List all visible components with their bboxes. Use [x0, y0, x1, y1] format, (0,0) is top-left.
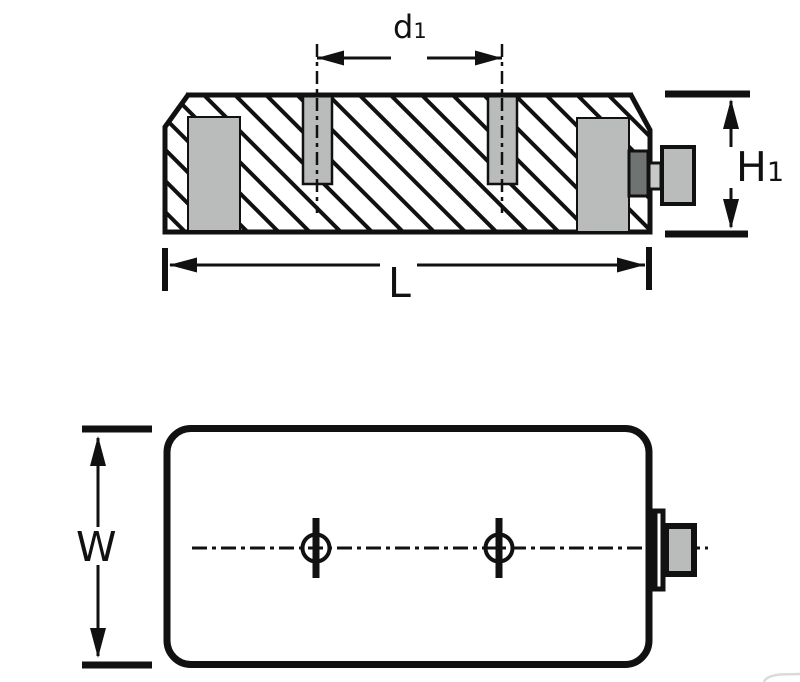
- H1-arrow-down-icon: [723, 199, 739, 229]
- dim-label-H1-sub: 1: [767, 157, 784, 188]
- side-section-view: [162, 44, 696, 235]
- connector-neck-section: [647, 161, 663, 191]
- dimension-H1: H1: [665, 90, 784, 238]
- right-insert-block: [576, 117, 630, 233]
- L-arrow-left-icon: [169, 257, 197, 273]
- d1-arrow-right-icon: [475, 50, 502, 66]
- dim-label-L-base: L: [388, 259, 411, 307]
- dimension-d1: d1: [317, 8, 502, 66]
- L-arrow-right-icon: [617, 257, 645, 273]
- connector-flange-plan: [652, 508, 666, 592]
- dim-label-d1: d1: [393, 8, 427, 46]
- connector-flange-section: [627, 149, 650, 198]
- dim-label-d1-base: d: [393, 8, 413, 46]
- left-insert-block: [187, 116, 241, 232]
- d1-arrow-left-icon: [317, 50, 344, 66]
- hole-left-circle: [300, 532, 332, 564]
- dim-label-H1-base: H: [736, 143, 767, 191]
- connector-plug-section: [660, 145, 696, 206]
- dim-label-H1: H1: [736, 143, 784, 191]
- hole-right-circle: [483, 532, 515, 564]
- H1-arrow-up-icon: [723, 99, 739, 129]
- top-plan-view: [163, 425, 708, 668]
- dim-label-L: L: [388, 259, 411, 307]
- connector-plug-plan: [663, 523, 697, 577]
- dimension-W: W: [76, 425, 152, 669]
- dim-label-W-base: W: [76, 523, 117, 571]
- dim-label-d1-sub: 1: [413, 19, 426, 43]
- dim-label-W: W: [76, 523, 117, 571]
- W-arrow-up-icon: [90, 436, 106, 466]
- W-arrow-down-icon: [90, 628, 106, 658]
- dimension-L: L: [162, 247, 652, 307]
- cropped-corner-artifact: [762, 672, 800, 682]
